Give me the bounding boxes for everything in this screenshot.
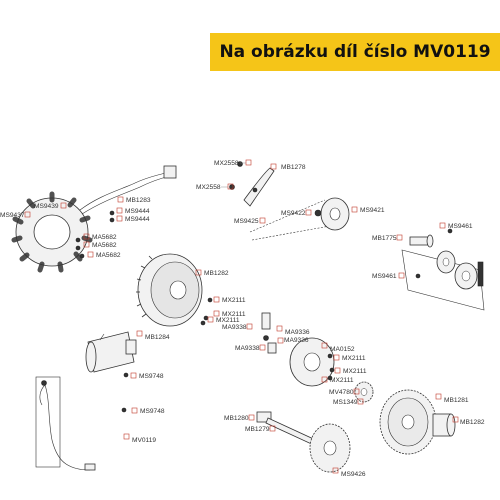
- callout-label: MA9338: [235, 345, 260, 352]
- callout-mb1281: MB1281: [435, 393, 469, 404]
- callout-label: MA5682: [96, 252, 121, 259]
- large-driven-gear: [379, 389, 437, 455]
- cam-chain: [249, 197, 350, 241]
- callout-mb1282-a: MB1282: [195, 269, 229, 277]
- callout-ms9422: MS9422: [281, 209, 312, 217]
- callout-mb1284: MB1284: [136, 330, 170, 341]
- callout-label: MS9748: [139, 373, 164, 380]
- callout-mx2111-f: MX2111: [321, 376, 354, 384]
- callout-mx2111-c: MX2111: [207, 316, 240, 324]
- callout-label: MS9421: [360, 207, 385, 214]
- callout-mb1279: MB1279: [245, 425, 276, 433]
- callout-ma5682-a: MA5682: [83, 233, 117, 241]
- callout-label: MS9461: [372, 273, 397, 280]
- callout-label: MX2111: [342, 355, 366, 362]
- callout-ms9444-b: MS9444: [116, 215, 150, 223]
- callout-label: MS9748: [140, 408, 165, 415]
- callout-mb1282-b: MB1282: [452, 416, 485, 426]
- callout-label: MA0152: [330, 346, 355, 353]
- callout-ma5682-c: MA5682: [87, 251, 121, 259]
- callout-mb1280: MB1280: [224, 414, 255, 422]
- callout-label: MS9426: [341, 471, 366, 478]
- callout-label: MS9422: [281, 210, 306, 217]
- callout-mx2558-b: MX2558: [196, 183, 234, 191]
- callout-mb1775: MB1775: [372, 234, 403, 242]
- callout-label: MX2111: [222, 297, 246, 304]
- callout-label: MS1349: [333, 399, 358, 406]
- callout-ms1349: MS1349: [333, 398, 364, 406]
- callout-ma9338-a: MA9338: [222, 323, 253, 331]
- callout-ms9425: MS9425: [234, 217, 266, 225]
- small-pins: [261, 312, 277, 354]
- callout-ma0152: MA0152: [321, 342, 355, 353]
- callout-label: MB1278: [281, 164, 306, 171]
- callout-ms9748-b: MS9748: [131, 407, 165, 415]
- callout-ma5682-b: MA5682: [83, 241, 117, 249]
- callout-label: MA5682: [92, 234, 117, 241]
- callout-mb1278: MB1278: [270, 163, 306, 171]
- callout-label: MA9338: [222, 324, 247, 331]
- callout-mv4780: MV4780: [329, 388, 360, 396]
- starter-clutch-assembly: [401, 228, 485, 311]
- banner-text: Na obrázku díl číslo MV0119: [219, 42, 491, 62]
- stator-screws: [75, 210, 115, 259]
- flywheel-rotor: [136, 253, 213, 327]
- chain-tensioner-guide: [229, 161, 275, 207]
- callout-ms9439: MS9439: [34, 202, 67, 210]
- callout-label: MB1283: [126, 197, 151, 204]
- cable-screws: [121, 372, 129, 413]
- callout-label: MB1281: [444, 397, 469, 404]
- callout-mx2558-a: MX2558: [214, 159, 252, 167]
- callout-ma9338-b: MA9338: [235, 344, 266, 352]
- gear-bushing: [432, 413, 456, 437]
- callout-label: MS9439: [34, 203, 59, 210]
- callout-ms9437: MS9437: [0, 211, 31, 219]
- clutch-drive-gear: [289, 337, 335, 387]
- callout-label: MX2558: [214, 160, 239, 167]
- callout-label: MB1279: [245, 426, 270, 433]
- callout-mv0119: MV0119: [123, 433, 156, 444]
- callout-ms9461-a: MS9461: [439, 222, 473, 230]
- callout-mx2111-e: MX2111: [334, 367, 367, 375]
- callout-label: MA9336: [284, 337, 309, 344]
- starter-cable: [35, 376, 96, 471]
- callout-label: MX2111: [343, 368, 367, 375]
- callout-label: MS9461: [448, 223, 473, 230]
- callout-label: MS9437: [0, 212, 25, 219]
- callout-label: MB1282: [204, 270, 229, 277]
- callout-ma9336-b: MA9336: [277, 337, 309, 344]
- idler-gear: [309, 423, 351, 473]
- part-number-banner: Na obrázku díl číslo MV0119: [210, 33, 500, 71]
- callout-label: MB1284: [145, 334, 170, 341]
- callout-label: MX2111: [330, 377, 354, 384]
- callout-label: MX2111: [216, 317, 240, 324]
- callout-mx2111-d: MX2111: [333, 354, 366, 362]
- callout-ms9748-a: MS9748: [130, 372, 164, 380]
- callout-label: MV0119: [132, 437, 156, 444]
- callout-mb1283: MB1283: [117, 196, 151, 204]
- callout-label: MV4780: [329, 389, 354, 396]
- callout-ms9461-b: MS9461: [372, 272, 405, 280]
- callout-label: MB1282: [460, 419, 485, 426]
- callout-label: MX2111: [222, 311, 246, 318]
- callout-label: MS9444: [125, 208, 150, 215]
- small-gear: [354, 381, 374, 403]
- callout-ma9336-a: MA9336: [276, 325, 310, 336]
- stator-coil: [11, 165, 177, 273]
- callout-label: MS9425: [234, 218, 259, 225]
- callout-label: MS9444: [125, 216, 150, 223]
- callout-label: MA9336: [285, 329, 310, 336]
- callout-ms9426: MS9426: [332, 467, 366, 478]
- callout-mx2111-b: MX2111: [213, 310, 246, 318]
- callout-ms9444-a: MS9444: [116, 207, 150, 215]
- callout-label: MA5682: [92, 242, 117, 249]
- callout-mx2111-a: MX2111: [213, 296, 246, 304]
- starter-motor: [85, 331, 137, 373]
- callout-label: MX2558: [196, 184, 221, 191]
- callout-label: MB1280: [224, 415, 249, 422]
- callout-ms9421: MS9421: [351, 206, 385, 214]
- callout-label: MB1775: [372, 235, 397, 242]
